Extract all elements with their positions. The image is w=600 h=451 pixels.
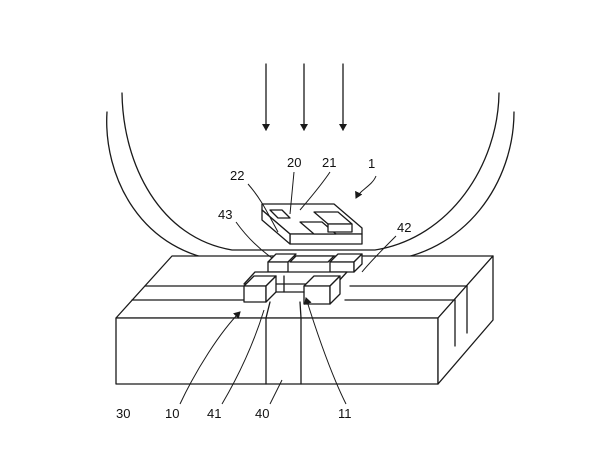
label-30: 30 <box>116 406 130 421</box>
leader-1 <box>355 175 377 199</box>
label-42: 42 <box>397 220 411 235</box>
leader-42 <box>361 235 397 273</box>
label-11: 11 <box>338 406 352 421</box>
leader-11 <box>303 297 347 405</box>
label-22: 22 <box>230 168 244 183</box>
leader-22 <box>247 183 279 233</box>
leader-10 <box>179 311 241 405</box>
base-front-face <box>115 317 439 385</box>
chip-back-right-side <box>353 253 363 273</box>
chip-back-left-front <box>267 261 289 273</box>
chip-back-mid-top <box>289 255 335 263</box>
chip-back-right-front <box>329 261 355 273</box>
base-side-face <box>437 255 494 385</box>
reference-labels: 1 20 21 22 43 42 30 10 41 40 11 <box>116 155 411 421</box>
strip-top-left <box>265 301 271 319</box>
chip-left-cube-front <box>243 285 267 303</box>
chip-right-cube-front <box>303 285 331 305</box>
chip-assembly <box>243 253 363 305</box>
label-1: 1 <box>368 156 375 171</box>
label-43: 43 <box>218 207 232 222</box>
label-41: 41 <box>207 406 221 421</box>
label-10: 10 <box>165 406 179 421</box>
tool-step-1-front <box>327 223 353 233</box>
label-21: 21 <box>322 155 336 170</box>
leader-21 <box>299 171 331 211</box>
leader-43 <box>235 221 273 259</box>
tool-recess <box>299 221 337 235</box>
label-20: 20 <box>287 155 301 170</box>
tool-front-face <box>289 233 363 245</box>
strip-top-right <box>299 301 302 319</box>
leader-41 <box>221 309 265 405</box>
tool-left-face <box>261 209 291 245</box>
leader-20 <box>289 171 295 215</box>
chip-right-cube-side <box>329 275 341 305</box>
leader-40 <box>269 379 283 405</box>
film-inner-curve <box>121 92 500 251</box>
incoming-arrows <box>262 63 347 131</box>
tool-notch-left <box>269 209 291 219</box>
pickup-tool <box>261 203 363 245</box>
label-40: 40 <box>255 406 269 421</box>
